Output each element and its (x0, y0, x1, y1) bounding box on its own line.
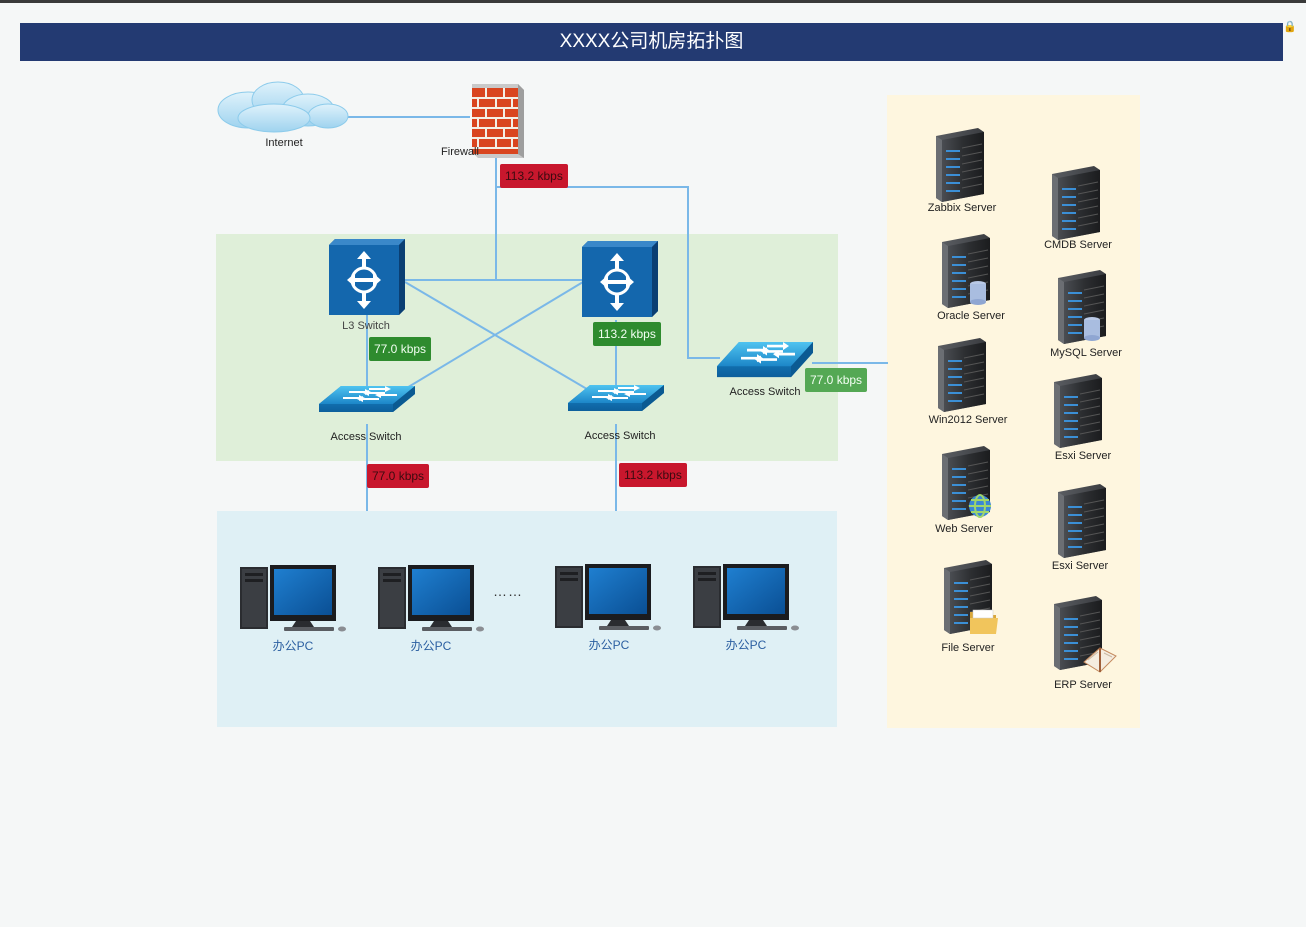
bandwidth-badge-access-right: 77.0 kbps (805, 368, 868, 392)
access-switch-mid-label: Access Switch (584, 430, 656, 442)
file-server-icon[interactable] (940, 560, 1000, 636)
access-switch-left-icon[interactable] (319, 386, 417, 414)
server-label-zabbix: Zabbix Server (927, 202, 997, 214)
access-switch-right-icon[interactable] (717, 342, 815, 380)
cloud-icon[interactable] (216, 80, 352, 136)
lock-icon[interactable]: 🔒 (1283, 21, 1297, 33)
server-label-cmdb: CMDB Server (1044, 239, 1112, 251)
link-l3-access-mid (404, 281, 593, 393)
desktop-pc-icon[interactable] (693, 564, 803, 634)
bandwidth-badge-firewall: 113.2 kbps (500, 164, 568, 188)
internet-label: Internet (265, 137, 303, 149)
desktop-pc-icon[interactable] (240, 565, 350, 635)
database-server-icon[interactable] (1054, 270, 1114, 346)
bandwidth-badge-office-right: 113.2 kbps (619, 463, 687, 487)
pc-label-4: 办公PC (725, 638, 767, 652)
diagram-title: XXXX公司机房拓扑图 (20, 23, 1283, 61)
bandwidth-badge-core2: 113.2 kbps (593, 322, 661, 346)
database-server-icon[interactable] (938, 234, 998, 310)
more-pcs-ellipsis: …… (493, 583, 523, 599)
web-server-icon[interactable] (938, 446, 998, 522)
server-label-esxi-1: Esxi Server (1054, 450, 1112, 462)
access-switch-left-label: Access Switch (330, 431, 402, 443)
window-top-border (0, 0, 1306, 3)
erp-server-icon[interactable] (1050, 596, 1120, 676)
server-icon[interactable] (1054, 484, 1114, 560)
access-switch-mid-icon[interactable] (568, 385, 666, 413)
server-icon[interactable] (934, 338, 994, 414)
firewall-label: Firewall (441, 146, 479, 158)
server-label-erp: ERP Server (1054, 679, 1112, 691)
server-icon[interactable] (1048, 166, 1108, 242)
pc-label-1: 办公PC (272, 639, 314, 653)
l3-switch-icon[interactable] (329, 239, 407, 317)
server-label-web: Web Server (935, 523, 993, 535)
link-core2-access-left (399, 281, 584, 393)
desktop-pc-icon[interactable] (555, 564, 665, 634)
server-label-oracle: Oracle Server (937, 310, 1005, 322)
link-firewall-access-right (496, 186, 720, 359)
firewall-icon[interactable] (466, 78, 528, 160)
server-icon[interactable] (932, 128, 992, 204)
bandwidth-badge-office-left: 77.0 kbps (367, 464, 430, 488)
access-switch-right-label: Access Switch (729, 386, 801, 398)
pc-label-3: 办公PC (588, 638, 630, 652)
server-label-win2012: Win2012 Server (928, 414, 1008, 426)
bandwidth-badge-l3: 77.0 kbps (369, 337, 432, 361)
server-label-esxi-2: Esxi Server (1051, 560, 1109, 572)
l3-switch-label: L3 Switch (342, 320, 390, 332)
server-icon[interactable] (1050, 374, 1110, 450)
core-switch-2-icon[interactable] (582, 241, 660, 319)
server-label-file: File Server (941, 642, 995, 654)
desktop-pc-icon[interactable] (378, 565, 488, 635)
server-label-mysql: MySQL Server (1050, 347, 1122, 359)
pc-label-2: 办公PC (410, 639, 452, 653)
